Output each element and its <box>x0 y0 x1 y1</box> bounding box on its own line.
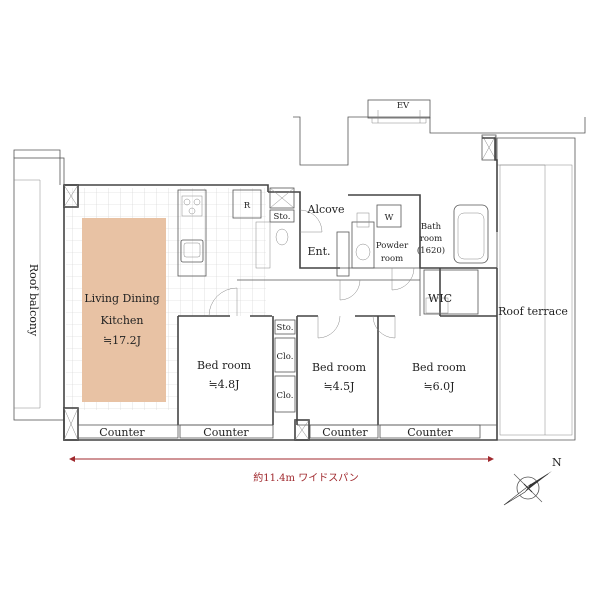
counter-2 <box>179 424 274 439</box>
bath-label-line2: room <box>420 234 442 244</box>
bath-label-line1: Bath <box>421 222 442 232</box>
doors <box>208 209 415 339</box>
counter-3 <box>309 424 379 439</box>
bed2-area: ≒4.5J <box>323 380 354 393</box>
kitchen: R <box>177 189 262 277</box>
span-dimension: 約11.4m ワイドスパン <box>69 456 494 484</box>
toilet-icon <box>275 228 289 246</box>
counter-1-label: Counter <box>99 426 145 439</box>
ldk-flooring <box>82 218 166 402</box>
bed3-label: Bed room <box>412 361 467 374</box>
clo-2-label: Clo. <box>277 391 294 401</box>
ldk-area: ≒17.2J <box>103 334 141 347</box>
ldk-label-line1: Living Dining <box>84 292 159 305</box>
closet-1 <box>274 337 296 373</box>
ev-label: EV <box>397 101 410 111</box>
washbasin-icon <box>355 243 371 261</box>
counters: Counter Counter Counter Counter <box>77 424 481 439</box>
bed1-label: Bed room <box>197 359 252 372</box>
wic-room <box>423 269 479 315</box>
counter-2-label: Counter <box>203 426 249 439</box>
shoe-cabinet <box>336 231 350 277</box>
sink-icon <box>180 239 204 263</box>
upper-structure: EV <box>293 99 586 166</box>
alcove-label: Alcove <box>307 203 345 216</box>
sto-mid-label: Sto. <box>277 323 294 333</box>
ldk-label-line2: Kitchen <box>101 314 144 327</box>
sto-top-label: Sto. <box>274 212 291 222</box>
powder-label-line2: room <box>381 254 403 264</box>
roof-balcony-label: Roof balcony <box>27 264 40 337</box>
compass-icon: N <box>503 456 562 506</box>
entrance-label: Ent. <box>307 245 330 258</box>
counter-1 <box>77 424 179 439</box>
bathtub-icon <box>453 204 489 264</box>
washer-space <box>376 204 402 228</box>
counter-4-label: Counter <box>407 426 453 439</box>
wic-label: WIC <box>428 292 452 305</box>
counter-3-label: Counter <box>322 426 368 439</box>
span-dimension-label: 約11.4m ワイドスパン <box>253 471 358 484</box>
ldk-area <box>66 188 266 410</box>
powder-label-line1: Powder <box>376 241 409 251</box>
core-rooms: Sto. W Sto. Clo. Clo. <box>255 187 489 413</box>
roof-terrace-label: Roof terrace <box>498 305 568 318</box>
closet-2 <box>274 375 296 413</box>
bath-label-line3: (1620) <box>417 245 445 256</box>
bed1-area: ≒4.8J <box>208 378 239 391</box>
storage-entrance <box>269 209 295 223</box>
storage-mid <box>274 319 296 335</box>
refrigerator-label: R <box>244 201 251 211</box>
bed3-area: ≒6.0J <box>423 380 454 393</box>
clo-1-label: Clo. <box>277 352 294 362</box>
roof-terrace: Roof terrace <box>496 137 576 441</box>
roof-balcony: Roof balcony <box>13 149 65 421</box>
counter-4 <box>379 424 481 439</box>
washer-label: W <box>385 213 394 223</box>
bed2-label: Bed room <box>312 361 367 374</box>
stove-burner-icon <box>183 198 191 206</box>
compass-north-label: N <box>552 456 562 469</box>
refrigerator-space <box>232 189 262 219</box>
room-labels: Living Dining Kitchen ≒17.2J Bed room ≒4… <box>84 203 466 393</box>
